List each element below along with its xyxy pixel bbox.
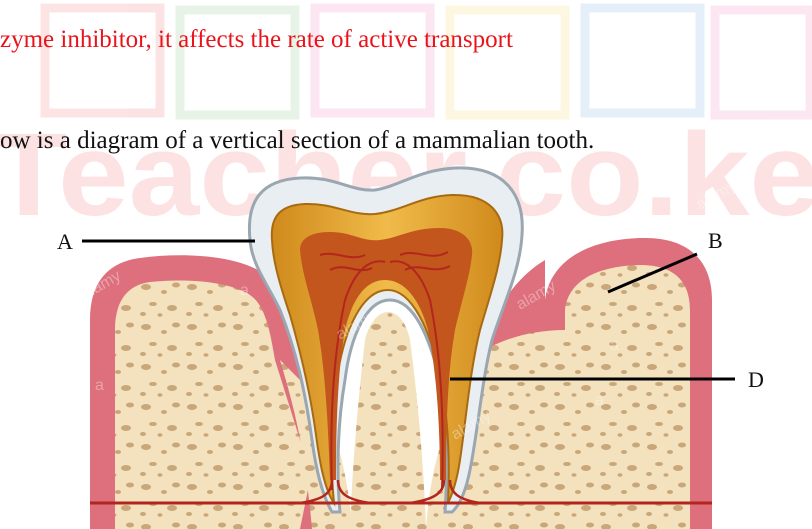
label-d: D [748,369,764,391]
label-a: A [57,231,73,253]
stock-mark: alamy [694,177,739,213]
label-b: B [708,230,723,252]
stock-mark: a [595,392,604,409]
stock-mark: a [610,337,619,354]
stock-mark: a [95,377,104,394]
stock-mark: a [240,282,249,299]
